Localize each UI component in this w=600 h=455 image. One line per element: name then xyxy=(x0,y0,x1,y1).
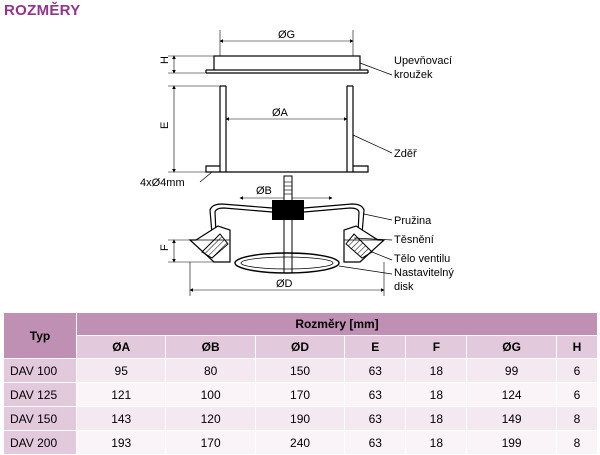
cell: 100 xyxy=(166,383,256,407)
cell: 80 xyxy=(166,359,256,383)
col-header: ØB xyxy=(166,336,256,359)
cell: 8 xyxy=(556,407,598,431)
label-ring-1: Upevňovací xyxy=(394,55,452,67)
col-header: F xyxy=(406,336,468,359)
label-b: ØB xyxy=(256,185,272,197)
cell: 150 xyxy=(255,359,346,383)
cell: 240 xyxy=(255,431,346,455)
label-disc-2: disk xyxy=(394,281,414,293)
label-holes: 4xØ4mm xyxy=(140,177,185,189)
label-h: H xyxy=(159,56,171,64)
page-title: ROZMĚRY xyxy=(4,2,81,19)
cell: 99 xyxy=(467,359,557,383)
col-header: ØA xyxy=(77,336,167,359)
label-g: ØG xyxy=(278,29,295,41)
label-a: ØA xyxy=(272,107,289,119)
cell: 18 xyxy=(406,407,468,431)
cell: 95 xyxy=(77,359,167,383)
cell: 6 xyxy=(556,383,598,407)
row-type: DAV 200 xyxy=(4,431,77,455)
group-header: Rozměry [mm] xyxy=(77,313,598,336)
label-seal: Těsnění xyxy=(394,234,434,246)
dimensions-table: Typ Rozměry [mm] ØA ØB ØD E F ØG H DAV 1… xyxy=(4,313,598,455)
table-row: DAV 150 143 120 190 63 18 149 8 xyxy=(4,407,598,431)
table-row: DAV 100 95 80 150 63 18 99 6 xyxy=(4,359,598,383)
col-header: ØG xyxy=(467,336,557,359)
cell: 18 xyxy=(406,359,468,383)
adjustable-disc xyxy=(234,252,340,274)
col-header: ØD xyxy=(255,336,346,359)
cell: 170 xyxy=(166,431,256,455)
col-header: H xyxy=(556,336,598,359)
cell: 8 xyxy=(556,431,598,455)
cell: 63 xyxy=(345,431,407,455)
fixing-ring xyxy=(213,55,361,71)
cell: 63 xyxy=(345,359,407,383)
cell: 193 xyxy=(77,431,167,455)
label-disc-1: Nastavitelný xyxy=(394,267,454,279)
label-spring: Pružina xyxy=(394,215,432,227)
label-e: E xyxy=(159,122,171,129)
cell: 120 xyxy=(166,407,256,431)
label-f: F xyxy=(159,244,171,251)
row-type: DAV 150 xyxy=(4,407,77,431)
cell: 63 xyxy=(345,407,407,431)
cell: 18 xyxy=(406,431,468,455)
type-header: Typ xyxy=(4,313,77,359)
col-header: E xyxy=(345,336,407,359)
table-row: DAV 200 193 170 240 63 18 199 8 xyxy=(4,431,598,455)
cell: 121 xyxy=(77,383,167,407)
center-nut xyxy=(272,200,304,220)
table-row: DAV 125 121 100 170 63 18 124 6 xyxy=(4,383,598,407)
cell: 149 xyxy=(467,407,557,431)
cell: 170 xyxy=(255,383,346,407)
row-type: DAV 125 xyxy=(4,383,77,407)
label-ring-2: kroužek xyxy=(394,69,433,81)
label-wall: Zděř xyxy=(394,148,417,160)
row-type: DAV 100 xyxy=(4,359,77,383)
technical-drawing: ØG H Upevňovací kroužek ØA E Zděř 4xØ4mm… xyxy=(140,29,454,296)
cell: 6 xyxy=(556,359,598,383)
seal-left xyxy=(201,233,229,259)
cell: 143 xyxy=(77,407,167,431)
label-d: ØD xyxy=(276,278,293,290)
cell: 18 xyxy=(406,383,468,407)
cell: 124 xyxy=(467,383,557,407)
cell: 190 xyxy=(255,407,346,431)
seal-right xyxy=(345,233,373,259)
cell: 199 xyxy=(467,431,557,455)
label-body: Tělo ventilu xyxy=(394,253,450,265)
cell: 63 xyxy=(345,383,407,407)
